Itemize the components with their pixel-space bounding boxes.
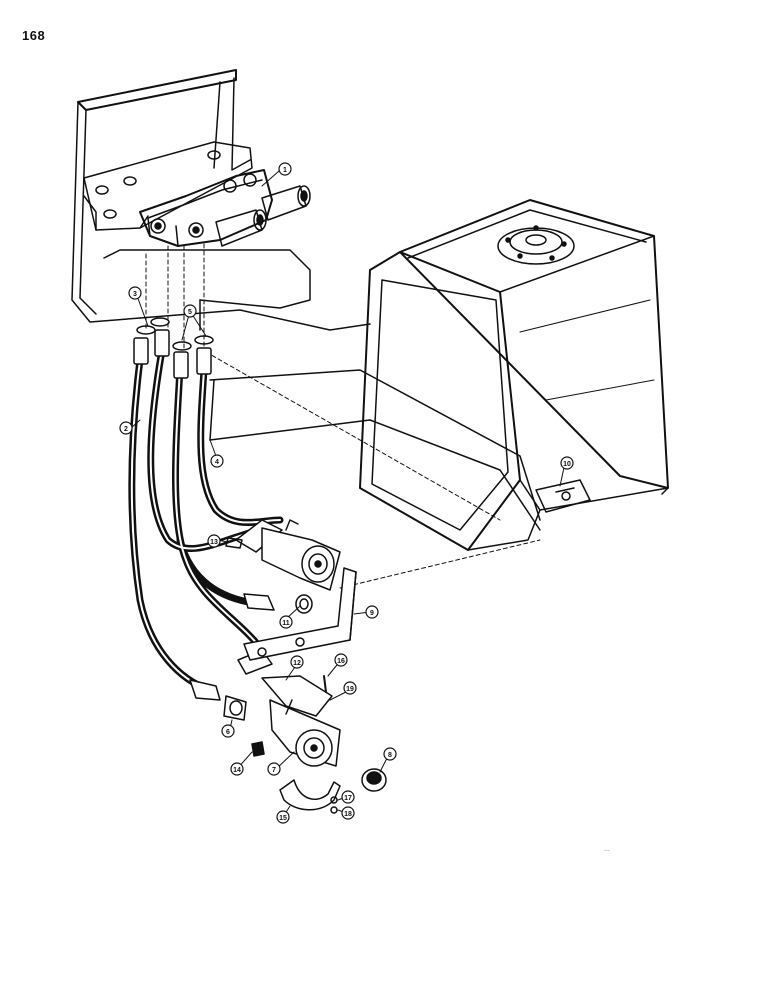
svg-text:12: 12	[293, 660, 301, 667]
svg-text:16: 16	[337, 658, 345, 665]
dashed-leaders	[145, 243, 541, 589]
svg-text:5: 5	[188, 309, 192, 316]
bolt-16	[323, 675, 327, 693]
page-number: 168	[22, 28, 46, 43]
callout-9: 9	[365, 605, 379, 619]
callout-11: 11	[279, 615, 293, 629]
svg-text:18: 18	[344, 811, 352, 818]
callout-13: 13	[207, 534, 221, 548]
cap-8	[361, 768, 387, 792]
upper-cylinder	[261, 519, 341, 591]
bracket-9	[243, 567, 357, 661]
callout-12: 12	[290, 655, 304, 669]
washers	[330, 796, 338, 814]
svg-text:1: 1	[283, 167, 287, 174]
svg-text:11: 11	[282, 620, 290, 627]
fitting-6	[223, 695, 247, 721]
hose-fittings	[133, 329, 283, 701]
callout-3: 3	[128, 286, 142, 300]
svg-text:7: 7	[272, 767, 276, 774]
callout-4: 4	[210, 454, 224, 468]
callout-6: 6	[221, 724, 235, 738]
frame-rail	[103, 249, 541, 531]
callout-10: 10	[560, 456, 574, 470]
callout-17: 17	[341, 790, 355, 804]
nut-14	[251, 741, 265, 757]
svg-text:6: 6	[226, 729, 230, 736]
callout-2: 2	[119, 421, 133, 435]
callout-18: 18	[341, 806, 355, 820]
svg-text:8: 8	[388, 752, 392, 759]
callout-14: 14	[230, 762, 244, 776]
fitting-11	[295, 594, 313, 614]
svg-text:14: 14	[233, 767, 241, 774]
svg-text:13: 13	[210, 539, 218, 546]
callout-7: 7	[267, 762, 281, 776]
callout-1: 1	[278, 162, 292, 176]
o-rings	[136, 317, 214, 351]
svg-text:15: 15	[279, 815, 287, 822]
callout-19: 19	[343, 681, 357, 695]
bolt-13	[225, 537, 243, 549]
leader-lines	[130, 170, 566, 818]
svg-text:9: 9	[370, 610, 374, 617]
svg-text:3: 3	[133, 291, 137, 298]
svg-text:19: 19	[346, 686, 354, 693]
svg-text:4: 4	[215, 459, 219, 466]
svg-text:10: 10	[563, 461, 571, 468]
control-valve	[139, 169, 311, 247]
page-mark: ...	[604, 846, 610, 853]
callout-5: 5	[183, 304, 197, 318]
svg-text:2: 2	[124, 426, 128, 433]
svg-text:17: 17	[344, 795, 352, 802]
mounting-bracket	[71, 69, 253, 323]
hydraulic-tank	[359, 199, 669, 551]
callout-labels: 1 3 5 2 4 10 13 9 11 12 16 19 6 8 14 7 1…	[119, 162, 574, 824]
callout-15: 15	[276, 810, 290, 824]
callout-8: 8	[383, 747, 397, 761]
lower-cylinder	[261, 675, 341, 767]
callout-16: 16	[334, 653, 348, 667]
clamp-15	[279, 779, 341, 811]
